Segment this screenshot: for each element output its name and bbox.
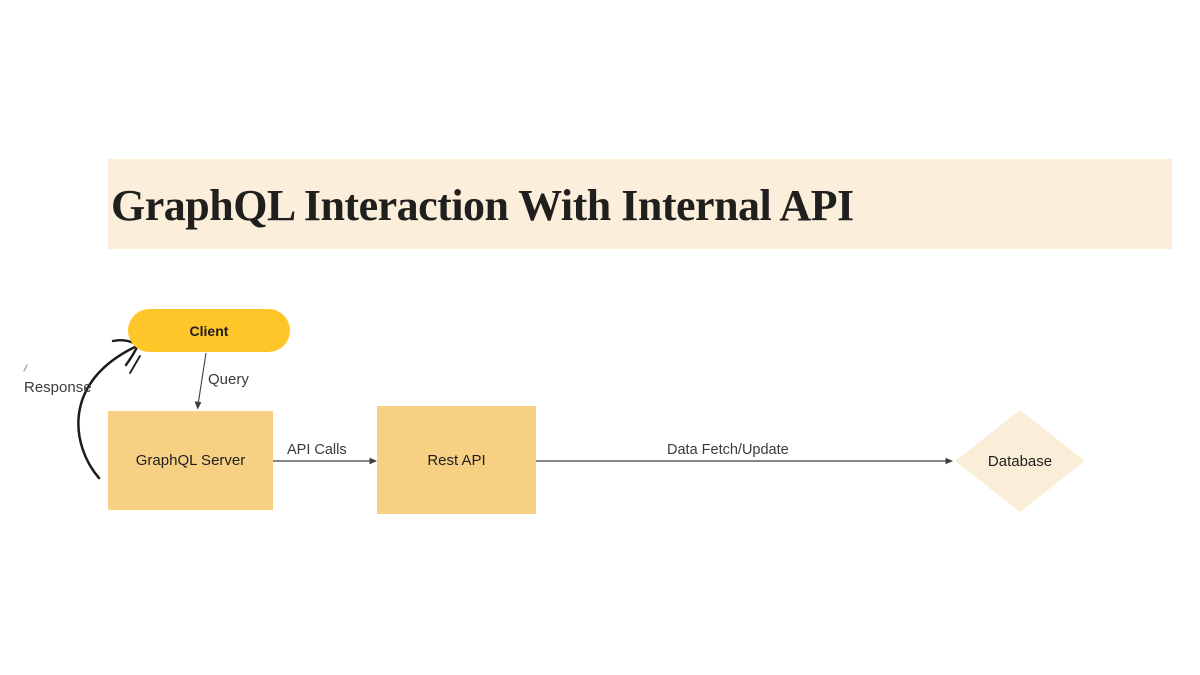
api-calls-arrow xyxy=(273,457,377,465)
node-database-label: Database xyxy=(987,452,1053,470)
node-database: Database xyxy=(953,452,1087,470)
edge-label-api-calls: API Calls xyxy=(287,442,347,458)
tiny-ink-mark xyxy=(23,364,28,372)
node-client: Client xyxy=(128,309,290,352)
page-title: GraphQL Interaction With Internal API xyxy=(111,180,854,230)
node-graphql-server: GraphQL Server xyxy=(108,411,273,510)
title-banner: GraphQL Interaction With Internal API xyxy=(108,159,1172,249)
node-rest-api-label: Rest API xyxy=(427,451,486,469)
query-arrow xyxy=(194,352,207,410)
edge-label-query: Query xyxy=(208,371,249,388)
node-graphql-server-label: GraphQL Server xyxy=(135,452,246,469)
edge-label-response: Response xyxy=(24,379,92,396)
node-client-label: Client xyxy=(189,322,229,339)
edge-label-data-fetch: Data Fetch/Update xyxy=(667,442,789,458)
node-rest-api: Rest API xyxy=(377,406,536,514)
data-fetch-arrow xyxy=(536,457,953,465)
